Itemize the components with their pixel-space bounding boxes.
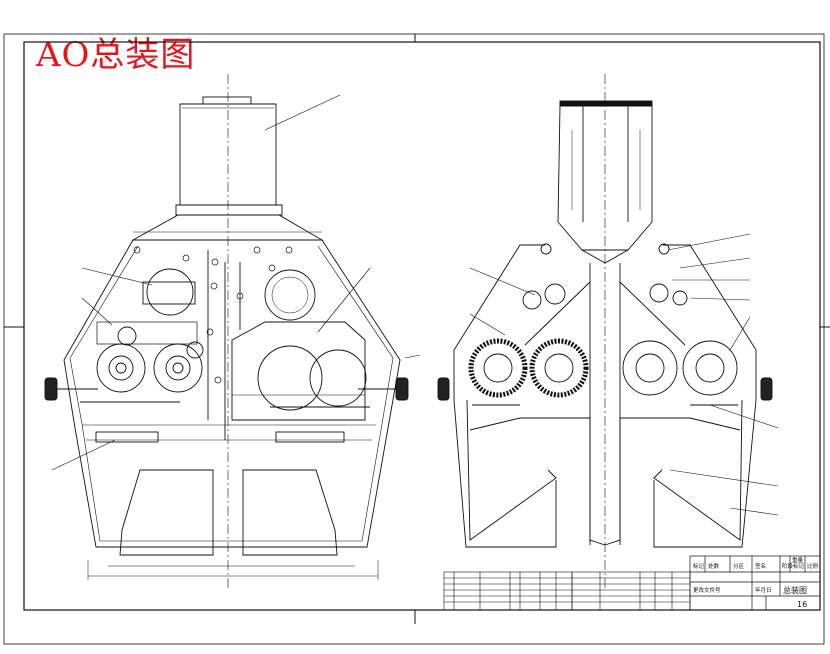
parts-list-1	[443, 571, 573, 611]
inner-frame	[23, 41, 821, 611]
parts-list-2	[571, 571, 691, 611]
roll-left-2	[529, 338, 589, 398]
title-block-header-1: 处数	[708, 562, 720, 570]
title-block-header-3: 更改文件号	[693, 586, 721, 594]
section-view	[437, 74, 779, 590]
title-block-right-2: 比例	[807, 562, 819, 570]
title-block-drawing-name: 总装图	[783, 585, 807, 595]
title-block-right-1: 重量	[792, 556, 804, 564]
title-block-header-5: 年月日	[755, 586, 772, 594]
title-block-header-0: 标记	[693, 562, 705, 570]
drawing-title: AO总装图	[36, 35, 196, 75]
title-block-right-0: 阶段标记	[782, 562, 805, 570]
title-block-header-4: 签名	[755, 562, 766, 570]
title-block-header-2: 分区	[733, 562, 745, 570]
roll-left-1	[468, 338, 528, 398]
title-block	[689, 555, 821, 611]
outer-frame	[3, 33, 825, 645]
front-view	[44, 74, 421, 590]
title-block-sheet-number: 16	[797, 600, 807, 609]
